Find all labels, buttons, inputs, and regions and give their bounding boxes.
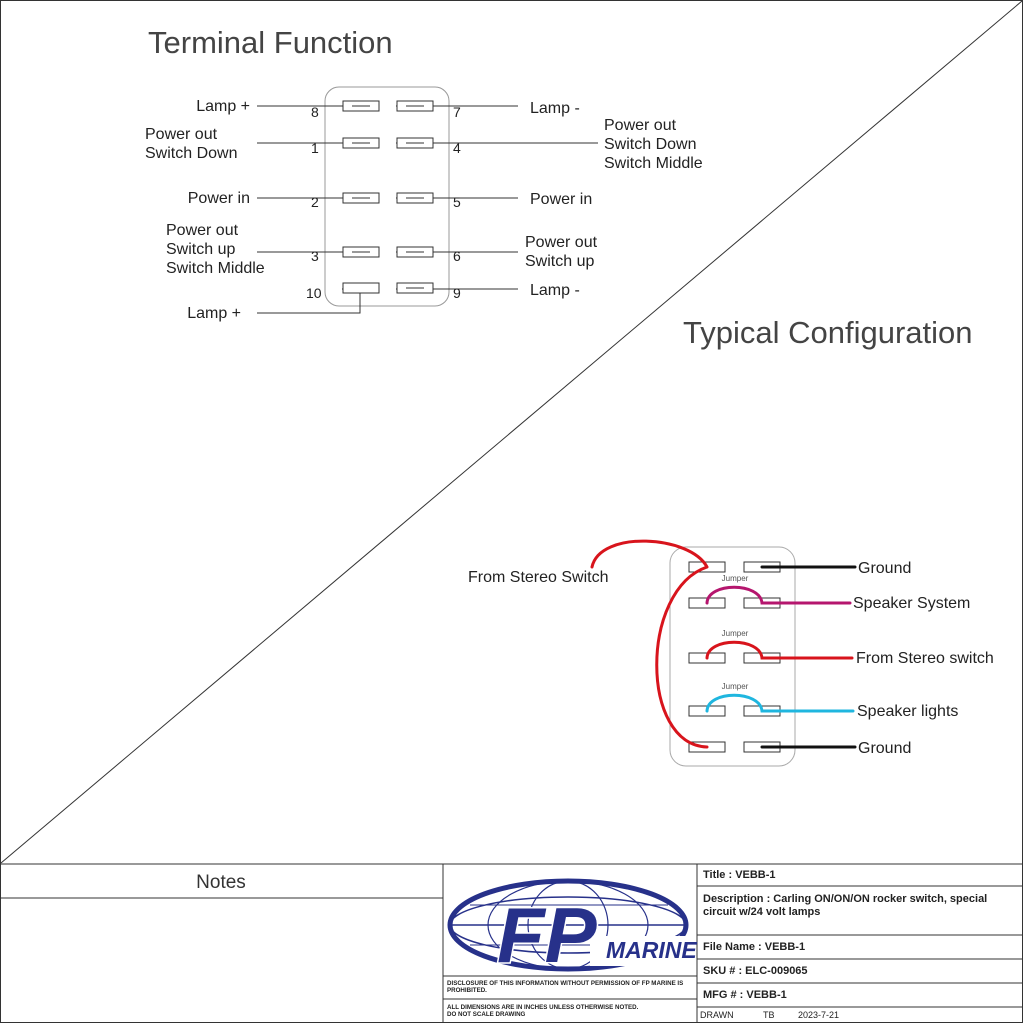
- jumper-label-1: Jumper: [722, 574, 749, 583]
- typical-configuration-section: Typical Configuration Jumper: [468, 315, 994, 767]
- left-label-power-out-down-2: Switch Down: [145, 145, 237, 162]
- left-label-power-out-up-1: Power out: [166, 222, 239, 239]
- pin-right-4: 6: [453, 248, 461, 264]
- pin-right-3: 5: [453, 194, 461, 210]
- left-label-lamp-plus-bottom: Lamp +: [187, 305, 241, 322]
- switch-body-outline: [324, 86, 450, 307]
- terminal-function-heading: Terminal Function: [148, 25, 393, 60]
- pin-left-5: 10: [306, 285, 322, 301]
- terminal-function-section: Terminal Function: [145, 25, 703, 322]
- right-label-power-out-up-2: Switch up: [525, 253, 594, 270]
- right-label-power-in: Power in: [530, 191, 592, 208]
- drawn-by: TB: [763, 1010, 775, 1020]
- jumper-labels: Jumper Jumper Jumper: [722, 574, 749, 691]
- pin-left-3: 2: [311, 194, 319, 210]
- left-label-power-out-up-2: Switch up: [166, 241, 235, 258]
- drawn-label: DRAWN: [700, 1010, 734, 1020]
- right-label-lamp-minus-bottom: Lamp -: [530, 282, 580, 299]
- pin-numbers: 8 1 2 3 10 7 4 5 6 9: [306, 104, 461, 301]
- pin-left-1: 8: [311, 104, 319, 120]
- label-ground-bottom: Ground: [858, 740, 911, 757]
- jumper-label-2: Jumper: [722, 629, 749, 638]
- right-label-lamp-minus-top: Lamp -: [530, 100, 580, 117]
- wire-magenta-jumper: [705, 585, 852, 605]
- jumper-label-3: Jumper: [722, 682, 749, 691]
- terminal-10: [342, 282, 380, 294]
- file-name-field: File Name : VEBB-1: [703, 941, 806, 953]
- terminal-slots: [342, 100, 434, 294]
- label-ground-top: Ground: [858, 560, 911, 577]
- right-label-power-out-up-1: Power out: [525, 234, 598, 251]
- title-block: [1, 863, 1022, 1022]
- wire-red-jumper: [705, 640, 854, 660]
- terminal-right-labels: Lamp - Power out Switch Down Switch Midd…: [525, 100, 703, 299]
- fp-marine-logo: FP MARINE: [447, 878, 697, 981]
- label-from-stereo-switch-left: From Stereo Switch: [468, 569, 608, 586]
- disclosure-note: DISCLOSURE OF THIS INFORMATION WITHOUT P…: [447, 980, 684, 994]
- config-labels: From Stereo Switch Ground Speaker System…: [468, 560, 994, 757]
- dimensions-note-1: ALL DIMENSIONS ARE IN INCHES UNLESS OTHE…: [447, 1004, 639, 1011]
- pin-left-4: 3: [311, 248, 319, 264]
- logo-marine-text: MARINE: [606, 937, 697, 963]
- drawn-date: 2023-7-21: [798, 1010, 840, 1020]
- right-label-power-out-down-2: Switch Down: [604, 136, 696, 153]
- wire-cyan-jumper: [705, 693, 855, 713]
- sku-field: SKU # : ELC-009065: [703, 965, 808, 977]
- dimensions-note-2: DO NOT SCALE DRAWING: [447, 1011, 526, 1018]
- logo-fp-text: FP: [497, 891, 598, 979]
- terminal-slot-marks: [352, 105, 424, 289]
- left-label-power-out-down-1: Power out: [145, 126, 218, 143]
- pin-right-2: 4: [453, 140, 461, 156]
- terminal-left-labels: Lamp + Power out Switch Down Power in Po…: [145, 98, 265, 322]
- description-line-2: circuit w/24 volt lamps: [703, 906, 821, 918]
- description-line-1: Description : Carling ON/ON/ON rocker sw…: [703, 893, 988, 905]
- pin-right-5: 9: [453, 285, 461, 301]
- left-label-lamp-plus-top: Lamp +: [196, 98, 250, 115]
- title-field: Title : VEBB-1: [703, 869, 776, 881]
- left-label-power-out-up-3: Switch Middle: [166, 260, 265, 277]
- right-label-power-out-down-3: Switch Middle: [604, 155, 703, 172]
- pin-left-2: 1: [311, 140, 319, 156]
- pin-right-1: 7: [453, 104, 461, 120]
- label-from-stereo-switch-right: From Stereo switch: [856, 650, 994, 667]
- right-label-power-out-down-1: Power out: [604, 117, 677, 134]
- mfg-field: MFG # : VEBB-1: [703, 989, 787, 1001]
- config-wires: [590, 539, 857, 749]
- notes-label: Notes: [196, 872, 246, 893]
- label-speaker-lights: Speaker lights: [857, 703, 958, 720]
- diagonal-divider: [0, 0, 1023, 864]
- wire-red-from-stereo: [590, 539, 709, 749]
- label-speaker-system: Speaker System: [853, 595, 970, 612]
- typical-configuration-heading: Typical Configuration: [683, 315, 973, 350]
- left-label-power-in: Power in: [188, 190, 250, 207]
